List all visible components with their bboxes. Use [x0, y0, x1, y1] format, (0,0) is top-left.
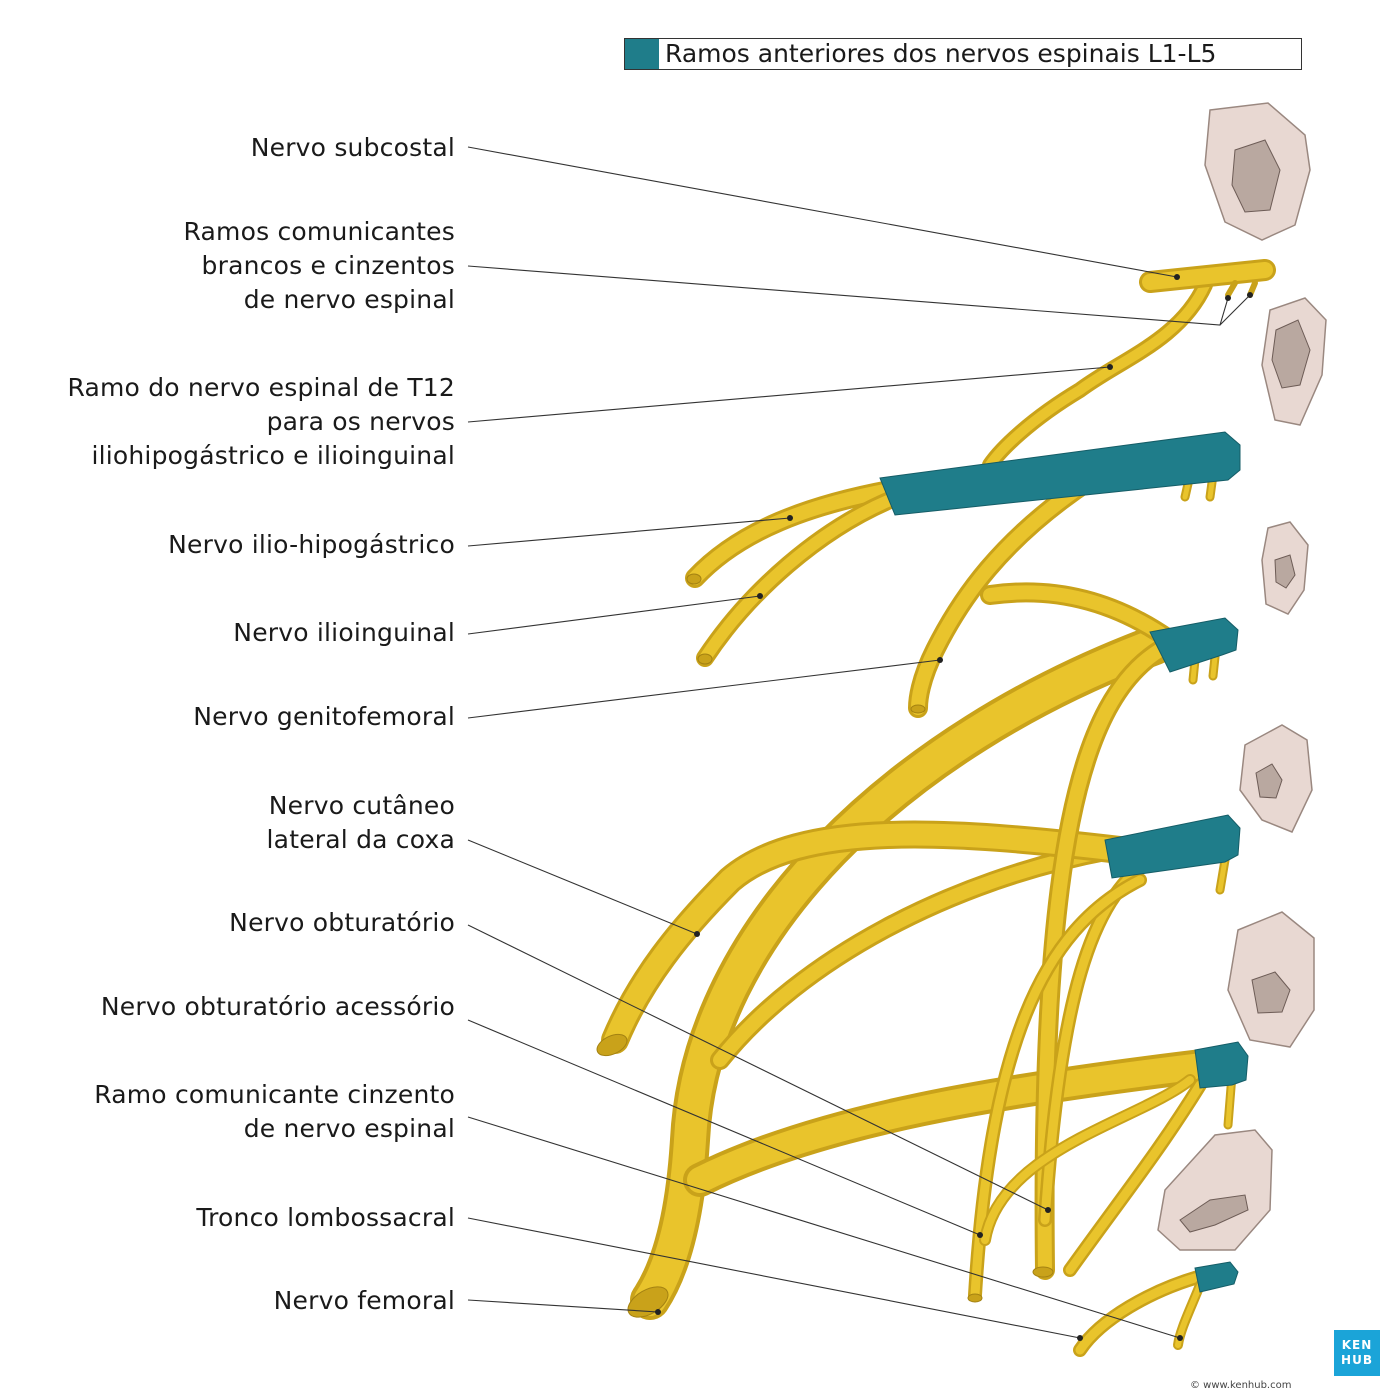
label-rami-line2: brancos e cinzentos — [201, 251, 455, 280]
logo-line1: KEN — [1341, 1338, 1373, 1352]
leader-subcostal — [467, 146, 1178, 278]
label-t12-line3: iliohipogástrico e ilioinguinal — [91, 441, 455, 470]
vertebra-cancellous-bone — [1179, 139, 1311, 1233]
leader-genitofemoral — [467, 659, 941, 719]
logo-line2: HUB — [1341, 1353, 1373, 1367]
leader-lines — [467, 146, 1251, 1339]
leader-t12 — [467, 366, 1111, 423]
leader-rami — [467, 265, 1251, 326]
root-l3 — [1104, 814, 1241, 879]
root-l2 — [1149, 617, 1239, 673]
leader-obturator — [467, 924, 1049, 1211]
legend-swatch — [625, 39, 659, 69]
label-gray-ramus-line1: Ramo comunicante cinzento — [94, 1080, 455, 1109]
label-lumbosacral: Tronco lombossacral — [196, 1203, 455, 1232]
leader-dots — [655, 274, 1253, 1341]
leader-femoral — [467, 1299, 659, 1313]
label-lfcn-line2: lateral da coxa — [266, 825, 455, 854]
label-iliohypogastric: Nervo ilio-hipogástrico — [168, 530, 455, 559]
label-femoral: Nervo femoral — [273, 1286, 455, 1315]
label-ilioinguinal: Nervo ilioinguinal — [233, 618, 455, 647]
leader-lfcn — [467, 839, 698, 935]
root-l4 — [1194, 1041, 1249, 1089]
label-t12-line1: Ramo do nervo espinal de T12 — [67, 373, 455, 402]
label-genitofemoral: Nervo genitofemoral — [193, 702, 455, 731]
root-l1 — [879, 431, 1241, 516]
label-rami-line1: Ramos comunicantes — [183, 217, 455, 246]
label-lfcn-line1: Nervo cutâneo — [268, 791, 455, 820]
leader-ilioinguinal — [467, 595, 761, 635]
kenhub-logo: KEN HUB — [1334, 1330, 1380, 1376]
label-obturator: Nervo obturatório — [229, 908, 455, 937]
root-l5 — [1194, 1261, 1239, 1293]
leader-accessory-obturator — [467, 1019, 981, 1236]
label-accessory-obturator: Nervo obturatório acessório — [100, 992, 455, 1021]
label-t12-line2: para os nervos — [266, 407, 455, 436]
legend: Ramos anteriores dos nervos espinais L1-… — [624, 38, 1302, 70]
label-subcostal: Nervo subcostal — [250, 133, 455, 162]
vertebra-l5 — [1157, 1129, 1273, 1251]
legend-text: Ramos anteriores dos nervos espinais L1-… — [665, 39, 1217, 68]
nerves — [601, 259, 1276, 1357]
label-rami-line3: de nervo espinal — [243, 285, 455, 314]
anterior-rami-roots — [879, 431, 1249, 1293]
leader-gray-ramus — [467, 1116, 1181, 1339]
leader-iliohypogastric — [467, 517, 791, 547]
leader-lumbosacral — [467, 1217, 1081, 1339]
label-gray-ramus-line2: de nervo espinal — [243, 1114, 455, 1143]
copyright-text: © www.kenhub.com — [1190, 1380, 1292, 1391]
